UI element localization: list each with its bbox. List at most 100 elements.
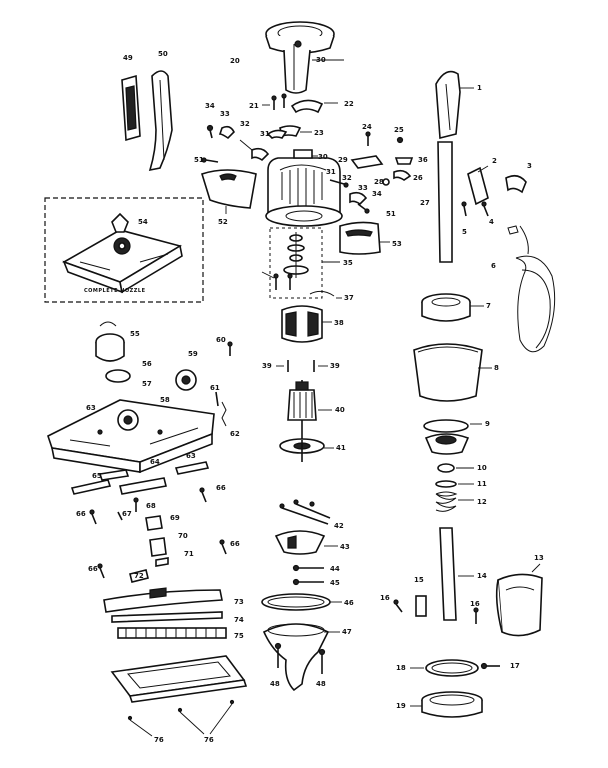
part-2-cord-hook — [467, 166, 489, 206]
label-36: 36 — [418, 156, 428, 164]
part-68-screw — [133, 497, 139, 512]
part-7-ring — [421, 293, 471, 322]
part-6-power-cord — [507, 225, 556, 353]
part-43-hood — [274, 530, 326, 555]
part-64-rail — [119, 477, 167, 495]
label-56: 56 — [142, 360, 152, 368]
part-62-spring — [221, 401, 227, 427]
label-59: 59 — [188, 350, 198, 358]
part-41-fan — [279, 438, 325, 462]
label-8: 8 — [494, 364, 499, 372]
part-13-container — [495, 573, 543, 637]
label-6: 6 — [491, 262, 496, 270]
part-22-bracket — [290, 99, 324, 114]
label-7: 7 — [486, 302, 491, 310]
label-51a: 51 — [194, 156, 204, 164]
part-70-pedal — [149, 537, 167, 557]
label-12: 12 — [477, 498, 487, 506]
part-60-screw — [227, 341, 233, 356]
part-53-switch-cover — [339, 221, 381, 255]
label-39a: 39 — [262, 362, 272, 370]
label-25: 25 — [394, 126, 404, 134]
part-27-handle-tube — [437, 141, 453, 263]
label-23: 23 — [314, 129, 324, 137]
inset-frame — [44, 197, 204, 303]
part-25-nut — [396, 136, 404, 144]
label-33b: 33 — [358, 184, 368, 192]
label-75: 75 — [234, 632, 244, 640]
label-57: 57 — [142, 380, 152, 388]
label-28: 28 — [374, 178, 384, 186]
part-74-bar — [111, 611, 223, 623]
label-4: 4 — [489, 218, 494, 226]
part-4-screw — [481, 201, 489, 217]
label-13: 13 — [534, 554, 544, 562]
part-71-clip — [155, 557, 169, 567]
label-48b: 48 — [316, 680, 326, 688]
label-10: 10 — [477, 464, 487, 472]
label-76a: 76 — [154, 736, 164, 744]
label-50: 50 — [158, 50, 168, 58]
part-32-knob-left — [239, 139, 270, 162]
part-number-labels: 1 2 3 4 5 6 7 8 9 10 11 12 13 14 15 16 1… — [76, 50, 544, 744]
label-41: 41 — [336, 444, 346, 452]
label-51b: 51 — [386, 210, 396, 218]
part-67-pin — [117, 511, 123, 521]
label-42: 42 — [334, 522, 344, 530]
label-38: 38 — [334, 319, 344, 327]
label-52: 52 — [218, 218, 228, 226]
part-50-handle-cover — [148, 70, 173, 172]
label-14: 14 — [477, 572, 487, 580]
part-48-screws — [274, 642, 326, 674]
part-32-screw-right — [329, 179, 349, 188]
part-75-brushroll — [117, 627, 227, 639]
part-16-screw-b — [473, 607, 479, 624]
part-63-rail-right — [174, 461, 210, 475]
part-51-screw-left — [201, 157, 219, 163]
inset-caption: COMPLETE NOZZLE — [84, 288, 146, 294]
label-32a: 32 — [240, 120, 250, 128]
label-37: 37 — [344, 294, 354, 302]
part-19-collar — [421, 691, 483, 718]
label-1: 1 — [477, 84, 482, 92]
part-9-bag-top — [423, 419, 470, 455]
part-45-screw — [292, 578, 324, 586]
label-74: 74 — [234, 616, 244, 624]
label-65: 65 — [92, 472, 102, 480]
part-16-screw-a — [393, 599, 403, 613]
label-69: 69 — [170, 514, 180, 522]
part-14-tube — [439, 527, 457, 621]
label-31a: 31 — [260, 130, 270, 138]
label-47: 47 — [342, 628, 352, 636]
label-35: 35 — [343, 259, 353, 267]
part-47-adapter — [262, 623, 330, 692]
part-72-bracket — [129, 569, 149, 583]
part-35-group-box — [269, 227, 323, 299]
label-16a: 16 — [380, 594, 390, 602]
label-58: 58 — [160, 396, 170, 404]
label-66c: 66 — [88, 565, 98, 573]
part-8-dirt-bag — [413, 343, 483, 402]
part-66-screws — [89, 487, 207, 525]
label-18: 18 — [396, 664, 406, 672]
part-49-grip — [121, 74, 141, 142]
label-66a: 66 — [76, 510, 86, 518]
label-70: 70 — [178, 532, 188, 540]
part-17-screw — [480, 662, 500, 670]
part-36-screws — [261, 271, 293, 290]
label-53: 53 — [392, 240, 402, 248]
part-30-motor-housing — [265, 149, 343, 227]
label-46: 46 — [344, 599, 354, 607]
label-16b: 16 — [470, 600, 480, 608]
part-66-screw-d — [219, 539, 227, 555]
label-62: 62 — [230, 430, 240, 438]
label-27: 27 — [420, 199, 430, 207]
part-35-fan-parts — [283, 232, 309, 278]
part-34-screw — [357, 203, 370, 214]
part-31-clip — [266, 129, 288, 139]
part-34-screw-left — [206, 124, 214, 139]
label-11: 11 — [477, 480, 487, 488]
label-60: 60 — [216, 336, 226, 344]
label-44: 44 — [330, 565, 340, 573]
